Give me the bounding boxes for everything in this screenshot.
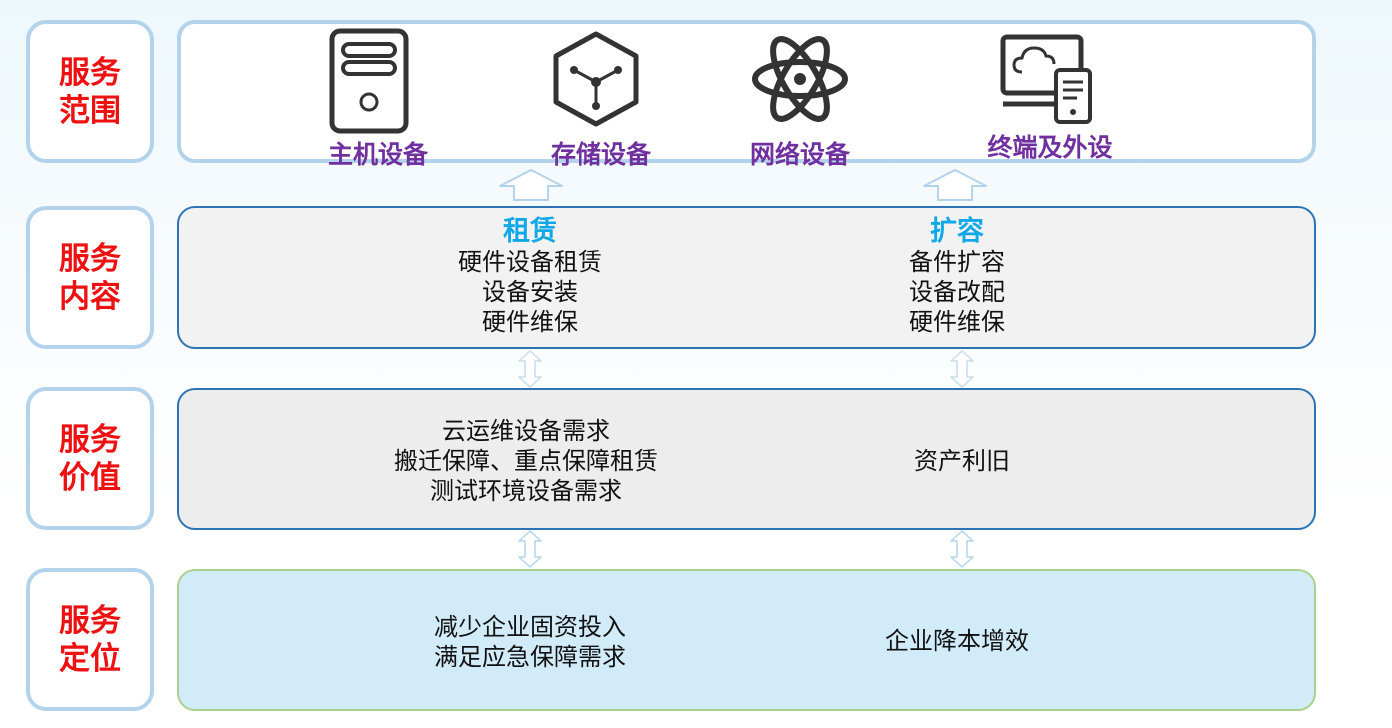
service-content-panel bbox=[177, 206, 1316, 349]
device-label-terminal: 终端及外设 bbox=[987, 133, 1113, 162]
up-arrow-left bbox=[499, 169, 563, 201]
content-left-item: 硬件设备租赁 bbox=[458, 248, 602, 276]
content-right-item: 备件扩容 bbox=[909, 248, 1005, 276]
service-value-panel bbox=[177, 388, 1316, 530]
content-right-title: 扩容 bbox=[930, 216, 984, 247]
value-right-item: 资产利旧 bbox=[914, 447, 1010, 475]
double-arrow-right-1 bbox=[950, 350, 974, 388]
value-left-column: 云运维设备需求 搬迁保障、重点保障租赁 测试环境设备需求 bbox=[394, 416, 658, 506]
position-left-column: 减少企业固资投入 满足应急保障需求 bbox=[434, 612, 626, 672]
content-left-item: 设备安装 bbox=[482, 278, 578, 306]
value-left-item: 搬迁保障、重点保障租赁 bbox=[394, 447, 658, 475]
atom-network-icon bbox=[752, 26, 848, 132]
label-service-value: 服务 价值 bbox=[26, 387, 154, 530]
label-service-scope: 服务 范围 bbox=[26, 20, 154, 163]
double-arrow-right-2 bbox=[950, 530, 974, 568]
terminal-icon bbox=[1000, 34, 1094, 124]
value-right-column: 资产利旧 bbox=[914, 446, 1010, 476]
device-label-network: 网络设备 bbox=[749, 140, 851, 169]
double-arrow-left-2 bbox=[518, 530, 542, 568]
value-left-item: 测试环境设备需求 bbox=[430, 477, 622, 505]
content-left-title: 租赁 bbox=[503, 216, 557, 247]
label-service-position: 服务 定位 bbox=[26, 568, 154, 711]
content-right-item: 设备改配 bbox=[909, 278, 1005, 306]
position-right-column: 企业降本增效 bbox=[885, 626, 1029, 656]
service-position-panel bbox=[177, 569, 1316, 711]
content-left-item: 硬件维保 bbox=[482, 308, 578, 336]
value-left-item: 云运维设备需求 bbox=[442, 417, 610, 445]
content-right-column: 扩容 备件扩容 设备改配 硬件维保 bbox=[909, 217, 1005, 337]
server-icon bbox=[329, 28, 409, 134]
device-label-storage: 存储设备 bbox=[550, 140, 652, 169]
position-left-item: 满足应急保障需求 bbox=[434, 643, 626, 671]
position-left-item: 减少企业固资投入 bbox=[434, 613, 626, 641]
content-left-column: 租赁 硬件设备租赁 设备安装 硬件维保 bbox=[458, 217, 602, 337]
device-label-host: 主机设备 bbox=[327, 140, 429, 169]
content-right-item: 硬件维保 bbox=[909, 308, 1005, 336]
position-right-item: 企业降本增效 bbox=[885, 627, 1029, 655]
double-arrow-left-1 bbox=[518, 350, 542, 388]
label-service-content: 服务 内容 bbox=[26, 206, 154, 349]
up-arrow-right bbox=[923, 169, 987, 201]
storage-icon bbox=[548, 30, 644, 128]
